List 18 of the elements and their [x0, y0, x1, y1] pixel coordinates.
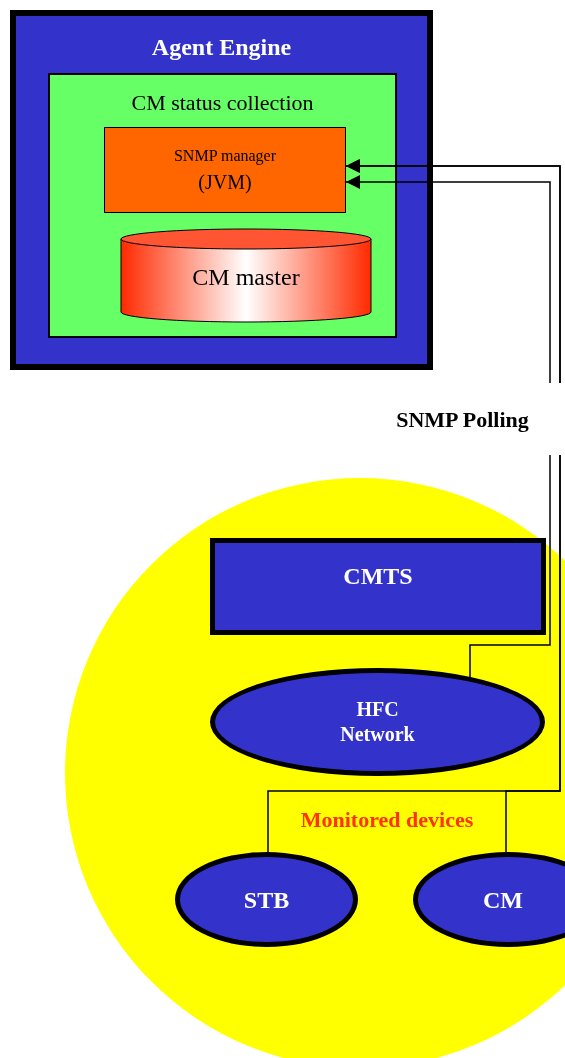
node-label: STB — [243, 885, 290, 915]
engine-box — [10, 10, 433, 370]
node-label: CMTS — [342, 562, 414, 591]
collection-box — [48, 73, 397, 338]
node-label: (JVM) — [198, 169, 252, 195]
node-label: SNMP manager — [173, 145, 277, 166]
node-label: CM — [483, 885, 523, 915]
node-label: HFC Network — [339, 697, 416, 747]
cmts-box — [210, 538, 546, 635]
polling-label: SNMP Polling — [396, 405, 529, 434]
connector-arrow — [345, 175, 551, 678]
manager-box — [104, 127, 346, 213]
connector-arrow — [345, 159, 561, 853]
device-ellipse — [413, 852, 565, 947]
node-label: Agent Engine — [150, 33, 293, 62]
node-label: Monitored devices — [299, 806, 475, 834]
node-label: CM status collection — [130, 89, 315, 117]
node-label: CM master — [191, 263, 301, 292]
